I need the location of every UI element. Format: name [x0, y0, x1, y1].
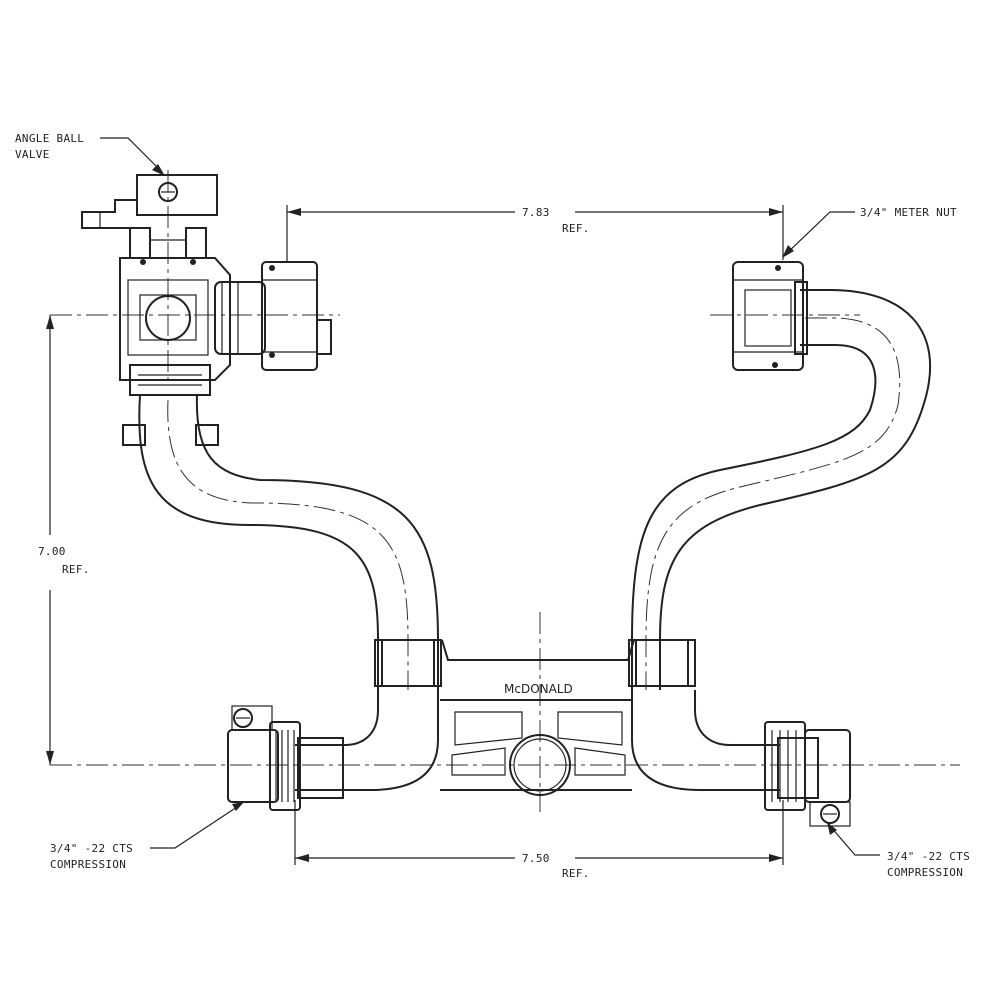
label-compression-right: 3/4" -22 CTS [887, 850, 970, 863]
angle-ball-valve [81, 174, 332, 446]
brand-label: McDONALD [504, 682, 573, 696]
dimension-bottom-ref: REF. [562, 867, 590, 880]
dimension-bottom-value: 7.50 [522, 852, 550, 865]
dimension-height-ref: REF. [62, 563, 90, 576]
dimension-height: 7.00 REF. [38, 315, 90, 765]
dimension-top: 7.83 REF. [286, 205, 784, 262]
label-compression-left: 3/4" -22 CTS [50, 842, 133, 855]
left-s-pipe [138, 394, 442, 690]
label-angle-ball-valve: ANGLE BALL [15, 132, 84, 145]
label-angle-ball-valve-2: VALVE [15, 148, 50, 161]
bottom-manifold [295, 639, 780, 796]
leader-lines [100, 137, 880, 856]
dimension-bottom: 7.50 REF. [294, 800, 784, 880]
meter-nut [732, 261, 808, 371]
dimension-top-value: 7.83 [522, 206, 550, 219]
right-s-pipe [628, 289, 931, 690]
label-compression-left-2: COMPRESSION [50, 858, 126, 871]
center-lines [50, 170, 960, 812]
dimension-height-value: 7.00 [38, 545, 66, 558]
left-compression-fitting [227, 705, 344, 811]
labels: ANGLE BALL VALVE 3/4" METER NUT 3/4" -22… [15, 132, 970, 879]
label-meter-nut: 3/4" METER NUT [860, 206, 957, 219]
label-compression-right-2: COMPRESSION [887, 866, 963, 879]
dimension-top-ref: REF. [562, 222, 590, 235]
right-compression-fitting [764, 721, 851, 827]
